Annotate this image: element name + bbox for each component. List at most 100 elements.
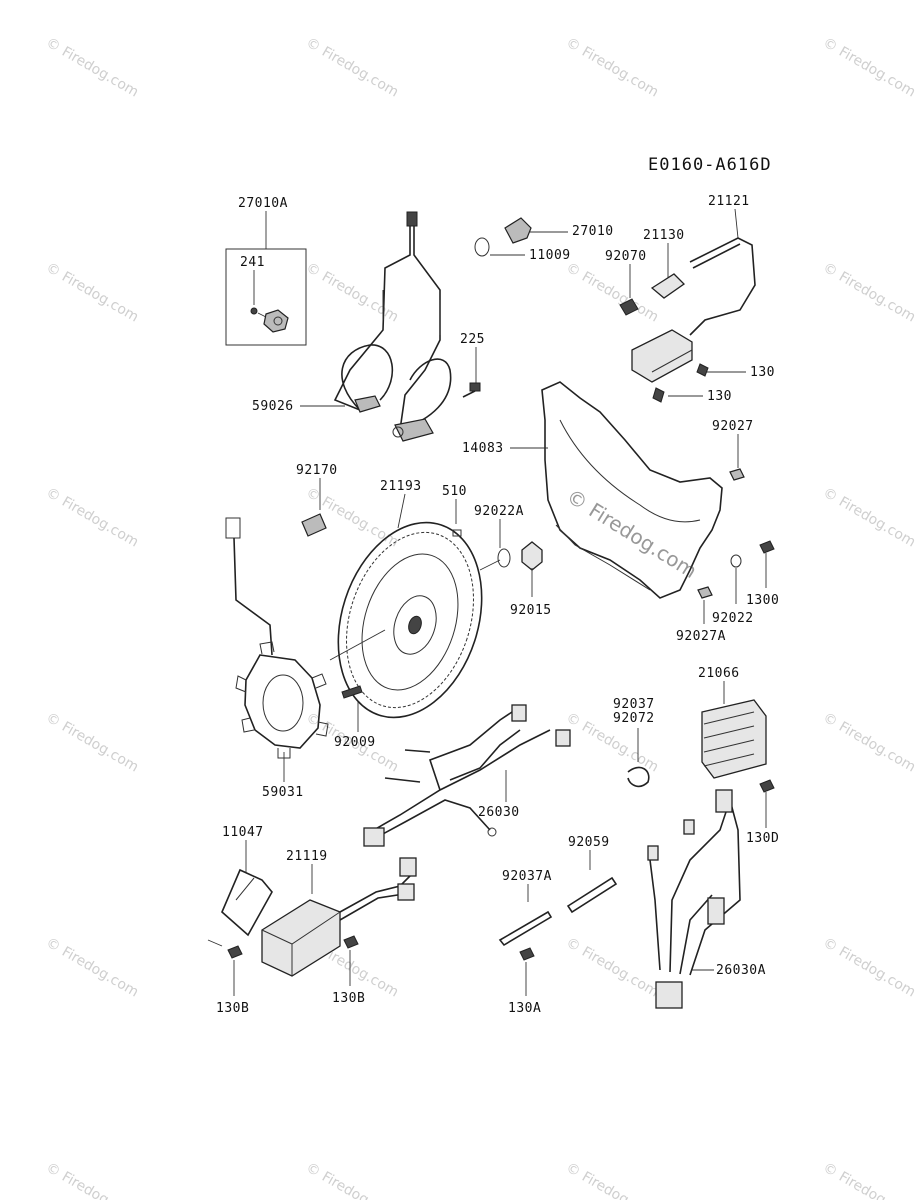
band-icon bbox=[627, 766, 650, 788]
regulator-icon bbox=[701, 699, 767, 779]
washer-icon bbox=[730, 554, 742, 568]
bolt-icon bbox=[696, 363, 709, 377]
nut-icon bbox=[521, 541, 543, 571]
part-group-21119: 11047 21119 130B 130B bbox=[207, 825, 417, 1016]
part-label-14083: 14083 bbox=[462, 441, 504, 456]
bolt-icon bbox=[519, 947, 535, 961]
watermark: © Firedog.com bbox=[303, 1160, 401, 1200]
part-label-130-lower: 130 bbox=[707, 389, 732, 404]
watermark: © Firedog.com bbox=[43, 1160, 141, 1200]
washer-icon bbox=[497, 548, 511, 568]
part-label-130-upper: 130 bbox=[750, 365, 775, 380]
part-label-21119: 21119 bbox=[286, 849, 328, 864]
bolt-icon bbox=[341, 685, 363, 699]
connector-icon bbox=[406, 211, 418, 227]
sensor-icon bbox=[354, 395, 381, 413]
switch-icon bbox=[504, 217, 532, 244]
part-label-92037: 92037 bbox=[613, 697, 655, 712]
connector-icon bbox=[399, 857, 417, 877]
spark-plug-icon bbox=[619, 298, 639, 316]
part-group-14083: 14083 © Firedog.com 92027 92027A 92022 1… bbox=[462, 381, 779, 644]
part-group-26030: 26030 bbox=[363, 704, 571, 847]
part-label-26030: 26030 bbox=[478, 805, 520, 820]
part-label-130B-right: 130B bbox=[332, 991, 365, 1006]
part-label-92170: 92170 bbox=[296, 463, 338, 478]
tie-band-icon bbox=[498, 910, 553, 947]
part-label-225: 225 bbox=[460, 332, 485, 347]
part-label-92070: 92070 bbox=[605, 249, 647, 264]
part-label-92072: 92072 bbox=[613, 711, 655, 726]
bolt-icon bbox=[759, 779, 775, 793]
watermark: © Firedog.com bbox=[820, 710, 917, 776]
kit-box bbox=[225, 248, 307, 346]
connector-icon bbox=[397, 883, 415, 901]
part-label-241: 241 bbox=[240, 255, 265, 270]
connector-icon bbox=[363, 827, 385, 847]
watermark: © Firedog.com bbox=[820, 260, 917, 326]
part-group-27010A: 27010A 241 bbox=[225, 196, 307, 346]
part-label-21121: 21121 bbox=[708, 194, 750, 209]
plug-cap-icon bbox=[650, 273, 686, 299]
part-label-27010: 27010 bbox=[572, 224, 614, 239]
watermark: © Firedog.com bbox=[43, 935, 141, 1001]
tube-icon bbox=[566, 876, 618, 914]
sensor-icon bbox=[394, 418, 434, 442]
part-label-130B-left: 130B bbox=[216, 1001, 249, 1016]
part-group-92059: 92059 92037A 130A bbox=[498, 835, 618, 1016]
connector-icon bbox=[225, 517, 241, 539]
diagram-code: E0160-A616D bbox=[648, 155, 772, 175]
part-label-59026: 59026 bbox=[252, 399, 294, 414]
watermark: © Firedog.com bbox=[43, 710, 141, 776]
flywheel-ring-gear-icon bbox=[337, 521, 483, 719]
part-group-92037: 92037 92072 bbox=[613, 697, 655, 788]
clip-icon bbox=[301, 513, 327, 537]
part-label-510: 510 bbox=[442, 484, 467, 499]
part-label-11009: 11009 bbox=[529, 248, 571, 263]
part-group-26030A: 26030A bbox=[647, 789, 766, 1009]
part-label-11047: 11047 bbox=[222, 825, 264, 840]
bolt-icon bbox=[652, 387, 665, 403]
screw-icon bbox=[469, 382, 481, 392]
part-label-92027: 92027 bbox=[712, 419, 754, 434]
part-label-92022A: 92022A bbox=[474, 504, 524, 519]
part-label-59031: 59031 bbox=[262, 785, 304, 800]
bolt-icon bbox=[343, 935, 359, 949]
bolt-icon bbox=[759, 540, 775, 554]
connector-icon bbox=[715, 789, 733, 813]
part-label-92027A: 92027A bbox=[676, 629, 726, 644]
part-label-92009: 92009 bbox=[334, 735, 376, 750]
o-ring-icon bbox=[474, 237, 490, 257]
stator-icon bbox=[244, 654, 321, 749]
connector-icon bbox=[511, 704, 527, 722]
bracket-icon bbox=[221, 868, 273, 937]
terminal-icon bbox=[647, 845, 659, 861]
part-label-26030A: 26030A bbox=[716, 963, 766, 978]
part-group-27010: 27010 11009 bbox=[474, 217, 614, 263]
part-label-21193: 21193 bbox=[380, 479, 422, 494]
part-label-21066: 21066 bbox=[698, 666, 740, 681]
part-label-130D: 130D bbox=[746, 831, 779, 846]
watermark: © Firedog.com bbox=[303, 260, 401, 326]
collar-icon bbox=[729, 468, 745, 481]
watermark: © Firedog.com bbox=[563, 260, 661, 326]
watermark: © Firedog.com bbox=[820, 935, 917, 1001]
watermark: © Firedog.com bbox=[43, 35, 141, 101]
part-group-21066: 21066 130D bbox=[698, 666, 779, 846]
part-group-21193: 92170 21193 510 92022A 92015 bbox=[296, 463, 551, 719]
part-group-59031: 92009 59031 bbox=[225, 517, 376, 800]
watermark: © Firedog.com bbox=[43, 260, 141, 326]
terminal-icon bbox=[487, 827, 497, 837]
part-label-130A: 130A bbox=[508, 1001, 541, 1016]
connector-icon bbox=[555, 729, 571, 747]
part-label-27010A: 27010A bbox=[238, 196, 288, 211]
part-label-92059: 92059 bbox=[568, 835, 610, 850]
watermark: © Firedog.com bbox=[43, 485, 141, 551]
part-label-92022: 92022 bbox=[712, 611, 754, 626]
part-group-ignition-coil: 21121 21130 92070 130 130 bbox=[605, 194, 775, 404]
watermark: © Firedog.com bbox=[563, 1160, 661, 1200]
key-icon bbox=[452, 529, 462, 537]
watermark: © Firedog.com bbox=[303, 35, 401, 101]
watermark: © Firedog.com bbox=[563, 35, 661, 101]
